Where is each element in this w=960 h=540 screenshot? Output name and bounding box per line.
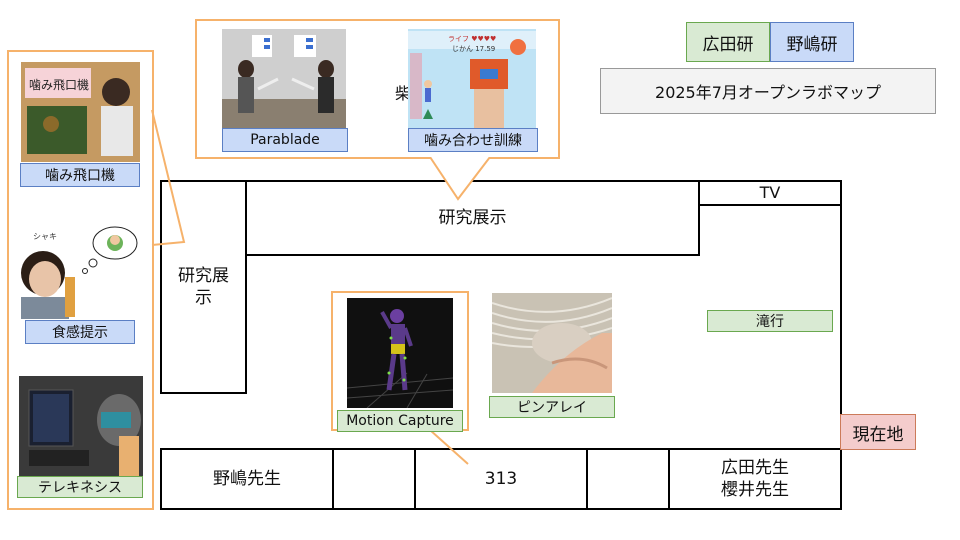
legend-hirota: 広田研 — [686, 22, 770, 62]
room-313 — [414, 448, 588, 510]
pin-array-photo — [492, 293, 612, 393]
food-sense-image: シャキ — [21, 226, 138, 319]
chewing-photo: ライフ ♥♥♥♥ じかん 17.59 — [408, 29, 536, 129]
motion-capture-photo — [347, 298, 453, 408]
motion-capture-callout-tail — [429, 429, 469, 465]
room-hirota-office-label: 広田先生 櫻井先生 — [721, 457, 789, 500]
exhibit-food-sense: 食感提示 — [25, 320, 135, 344]
room-313-label: 313 — [484, 468, 518, 489]
room-research-top-label: 研究展示 — [438, 207, 507, 228]
food-sense-sound-effect: シャキ — [33, 232, 57, 241]
top-callout-tail — [429, 157, 491, 201]
room-research-left — [160, 180, 247, 394]
left-callout-tail — [151, 109, 186, 246]
hall-inner-right-wall — [698, 180, 700, 256]
room-nojima-office — [160, 448, 334, 510]
exhibit-motion-capture: Motion Capture — [337, 410, 463, 432]
tv-label: TV — [759, 182, 781, 202]
current-location-badge: 現在地 — [840, 414, 916, 450]
exhibit-chewing: 噛み合わせ訓練 — [408, 128, 538, 152]
tv — [698, 180, 842, 206]
map-title: 2025年7月オープンラボマップ — [600, 68, 936, 114]
hidden-label-fragment: 柴 — [395, 84, 412, 103]
exhibit-pin-array: ピンアレイ — [489, 396, 615, 418]
chewing-hud-time: じかん 17.59 — [452, 45, 495, 53]
kamihikouki-image: 噛み飛口機 — [21, 62, 140, 162]
chewing-hud-life: ライフ ♥♥♥♥ — [448, 35, 496, 43]
exhibit-takigyo: 滝行 — [707, 310, 833, 332]
room-small-2 — [586, 448, 670, 510]
exhibit-kamihikouki: 噛み飛口機 — [20, 163, 140, 187]
telekinesis-photo — [19, 376, 143, 476]
hall-right-wall — [840, 180, 842, 452]
room-hirota-office — [668, 448, 842, 510]
room-nojima-office-label: 野嶋先生 — [213, 468, 281, 489]
room-research-left-label: 研究展示 — [178, 265, 229, 308]
exhibit-parablade: Parablade — [222, 128, 348, 152]
motion-capture-image — [347, 298, 453, 408]
pin-array-image — [492, 293, 612, 393]
food-sense-photo: シャキ — [15, 225, 139, 319]
parablade-photo — [222, 29, 346, 129]
chewing-image: ライフ ♥♥♥♥ じかん 17.59 — [408, 29, 536, 129]
room-small-1 — [332, 448, 416, 510]
parablade-image — [222, 29, 346, 129]
telekinesis-image — [19, 376, 143, 476]
kamihikouki-sign-text: 噛み飛口機 — [29, 77, 89, 92]
kamihikouki-photo: 噛み飛口機 — [21, 62, 140, 162]
legend-nojima: 野嶋研 — [770, 22, 854, 62]
exhibit-telekinesis: テレキネシス — [17, 476, 143, 498]
